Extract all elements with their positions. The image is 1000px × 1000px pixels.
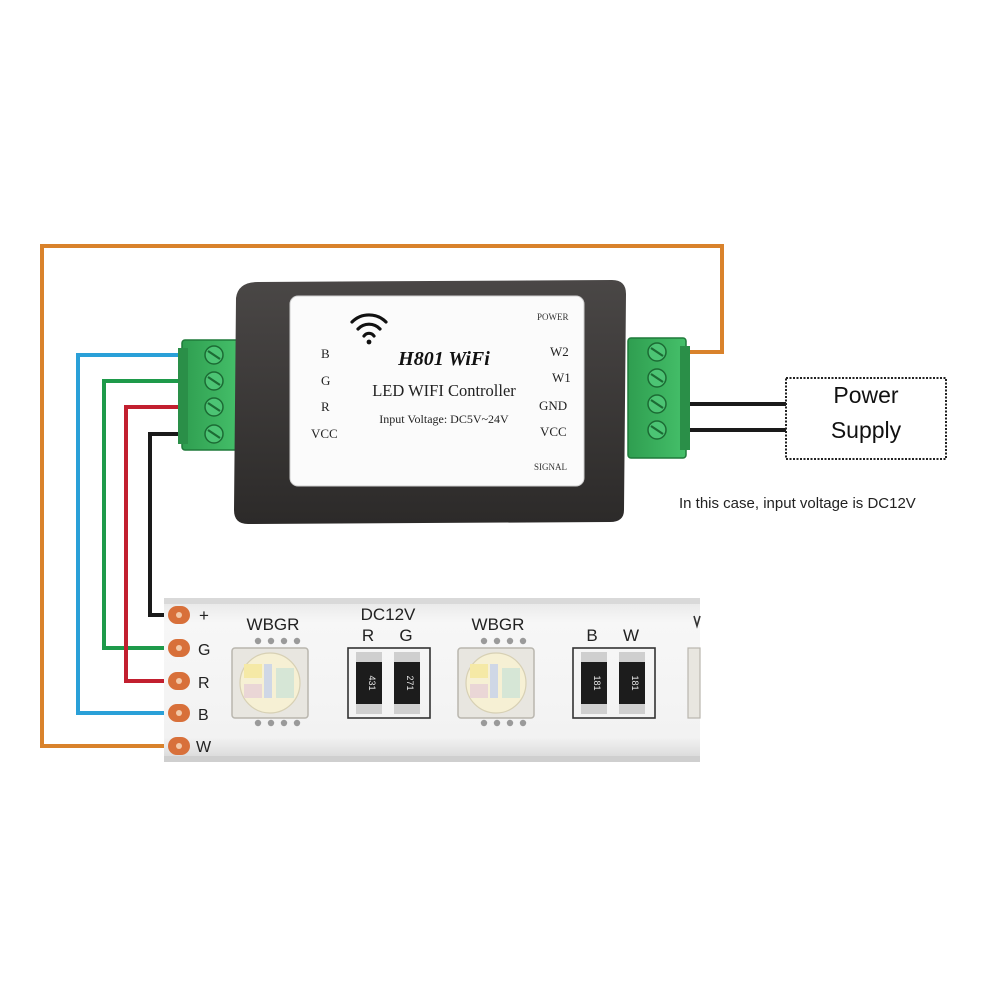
pin-label-vcc-right: VCC [540,424,567,439]
right-terminal-screw-1 [647,342,667,362]
left-terminal-screw-4 [204,424,224,444]
pad-label-plus: + [199,606,209,625]
pin-label-gnd: GND [539,398,567,413]
led-chip-1 [231,637,309,727]
resistor-label-b: B [586,626,597,645]
led-chip-partial [687,615,701,719]
power-label: POWER [537,312,569,322]
pad-label-r: R [198,675,210,692]
strip-voltage-label: DC12V [361,605,416,624]
power-supply-line1: Power [833,382,899,408]
led-label-2: WBGR [472,615,525,634]
pad-w [168,737,190,755]
resistor-bracket-1 [347,647,431,719]
left-terminal-block [178,339,241,451]
resistor-label-w: W [623,626,639,645]
power-supply-line2: Supply [831,417,902,443]
orange-wire [40,244,724,748]
resistor-label-g: G [399,626,412,645]
pin-label-r: R [321,399,330,414]
resistor-431: 431 [356,652,382,714]
signal-label: SIGNAL [534,462,567,472]
controller: POWER H801 WiFi LED WIFI Controller Inpu… [178,280,690,524]
pad-r [168,672,190,690]
resistor-code-2: 271 [405,675,415,690]
pin-label-w2: W2 [550,344,569,359]
resistor-code-3: 181 [592,675,602,690]
led-strip: + G R B W WBGR DC12V R G 431 [164,598,701,762]
red-wire [124,405,190,683]
right-terminal-screw-3 [647,394,667,414]
blue-wire [76,353,190,715]
resistor-code-1: 431 [367,675,377,690]
pad-b [168,704,190,722]
right-terminal-screw-2 [647,368,667,388]
resistor-271: 271 [394,652,420,714]
voltage-note: In this case, input voltage is DC12V [679,495,916,512]
led-label-1: WBGR [247,615,300,634]
resistor-bracket-2 [572,647,656,719]
resistor-181-a: 181 [581,652,607,714]
pad-label-w: W [196,739,212,756]
controller-title: H801 WiFi [397,348,490,370]
left-terminal-screw-1 [204,345,224,365]
pad-label-g: G [198,642,210,659]
left-terminal-screw-2 [204,371,224,391]
pad-label-b: B [198,707,209,724]
green-wire [102,379,190,650]
power-supply-box [785,377,947,460]
power-supply: Power Supply [785,377,947,460]
pin-label-b: B [321,346,330,361]
right-terminal-screw-4 [647,420,667,440]
left-terminal-screw-3 [204,397,224,417]
controller-subtitle: LED WIFI Controller [372,381,516,400]
pin-label-vcc-left: VCC [311,426,338,441]
resistor-181-b: 181 [619,652,645,714]
pin-label-g: G [321,373,330,388]
led-chip-2 [457,637,535,727]
pad-g [168,639,190,657]
wifi-icon [350,313,388,345]
controller-label [289,295,585,487]
pin-label-w1: W1 [552,370,571,385]
pad-plus [168,606,190,624]
input-voltage-label: Input Voltage: DC5V~24V [379,412,509,426]
wires [40,244,787,748]
resistor-label-r: R [362,626,374,645]
resistor-code-4: 181 [630,675,640,690]
right-terminal-block [627,337,690,459]
strip-pads [168,606,190,755]
black-wire [148,432,190,617]
